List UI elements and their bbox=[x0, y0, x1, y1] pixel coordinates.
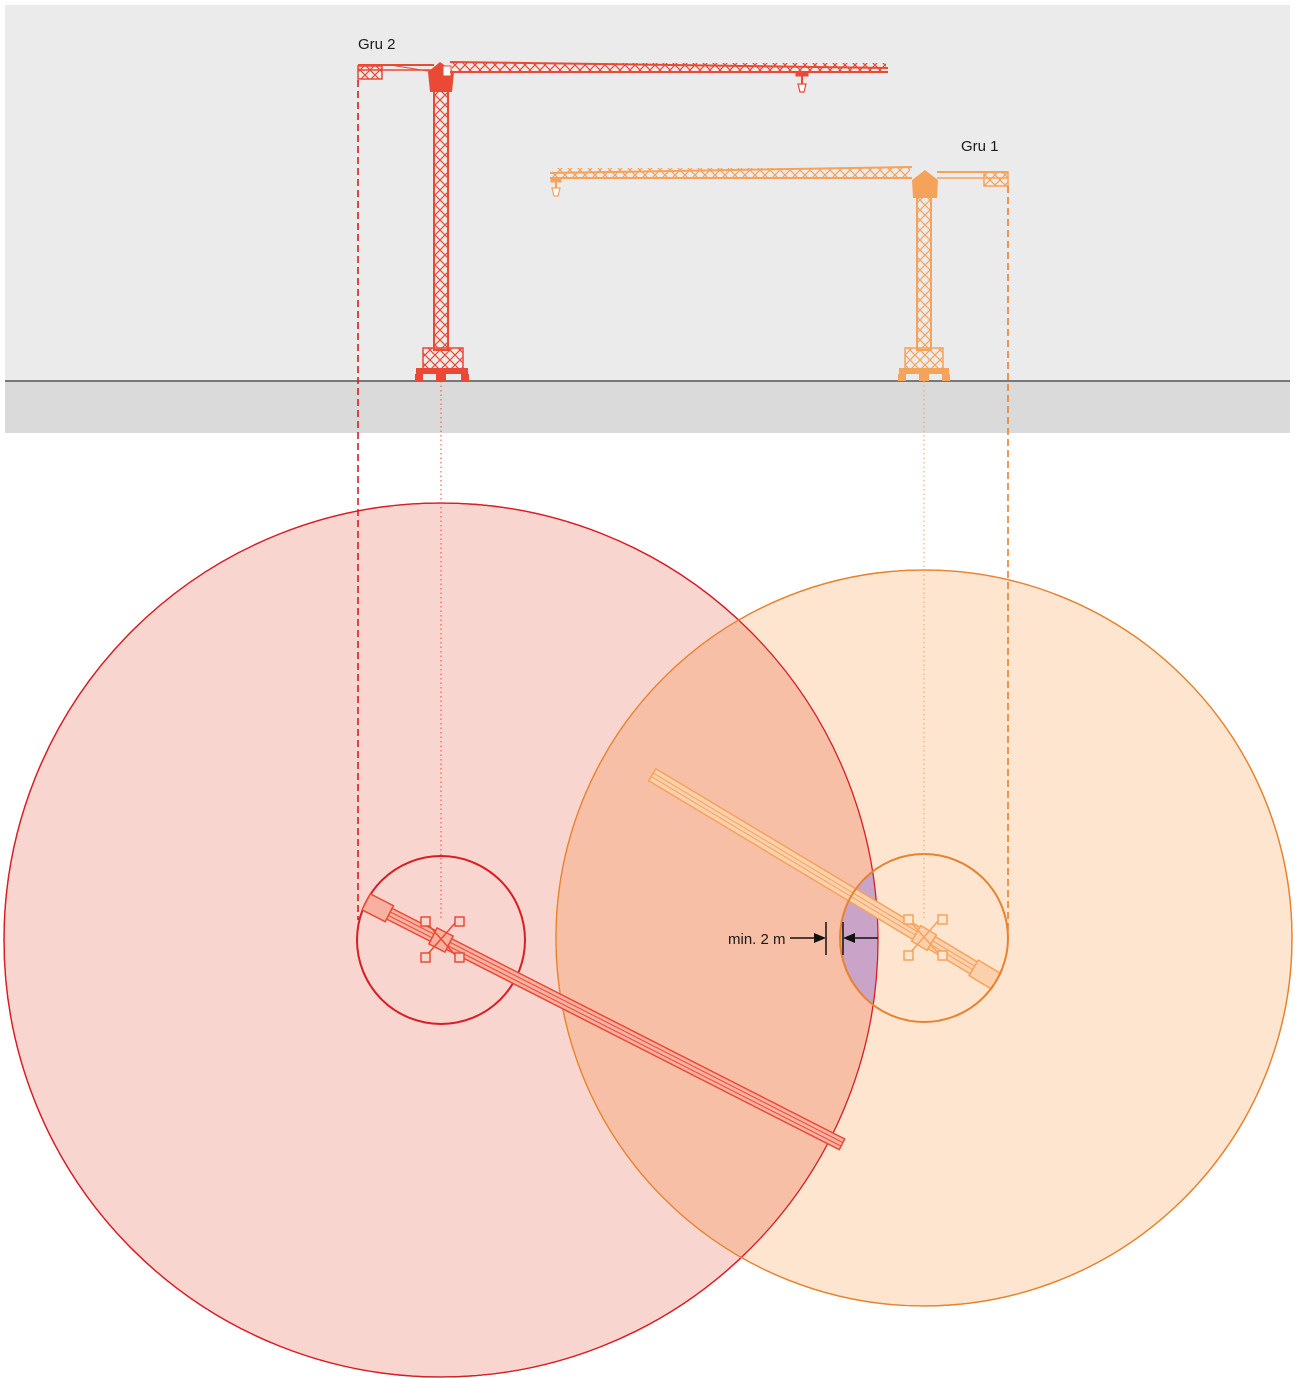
double-arrow-inward-icon bbox=[790, 933, 878, 943]
min-distance-dimension: min. 2 m bbox=[728, 922, 878, 955]
crane-2-hook bbox=[795, 71, 809, 93]
crane-1-hook bbox=[550, 177, 562, 197]
plan-view: min. 2 m bbox=[3, 502, 1293, 1378]
crane-2-counter-jib bbox=[357, 64, 435, 80]
crane-1-elevation bbox=[549, 166, 1009, 381]
elevation-view: Gru 2 Gru 1 bbox=[5, 5, 1290, 433]
ground-band bbox=[5, 381, 1290, 433]
crane-2-elevation bbox=[357, 61, 889, 381]
min-distance-label: min. 2 m bbox=[728, 931, 786, 948]
crane-2-base bbox=[415, 347, 469, 381]
crane-2-outrigger-base bbox=[420, 916, 465, 963]
crane-2-jib bbox=[449, 61, 889, 73]
crane-2-mast bbox=[433, 87, 449, 351]
crane-1-slewing-unit bbox=[912, 170, 938, 198]
crane-2-label: Gru 2 bbox=[358, 36, 396, 53]
crane-1-label: Gru 1 bbox=[961, 138, 999, 155]
crane-2-counter-jib-circle bbox=[356, 855, 526, 1025]
crane-1-counter-jib bbox=[937, 171, 1009, 187]
overlap-zone bbox=[556, 570, 878, 1306]
sky-panel bbox=[5, 5, 1290, 381]
crane-1-base bbox=[898, 347, 950, 381]
crane-1-jib bbox=[549, 166, 913, 179]
projection-lines bbox=[357, 80, 1009, 930]
crane-1-outrigger-base bbox=[903, 914, 948, 961]
crane-1-mast bbox=[916, 195, 932, 351]
